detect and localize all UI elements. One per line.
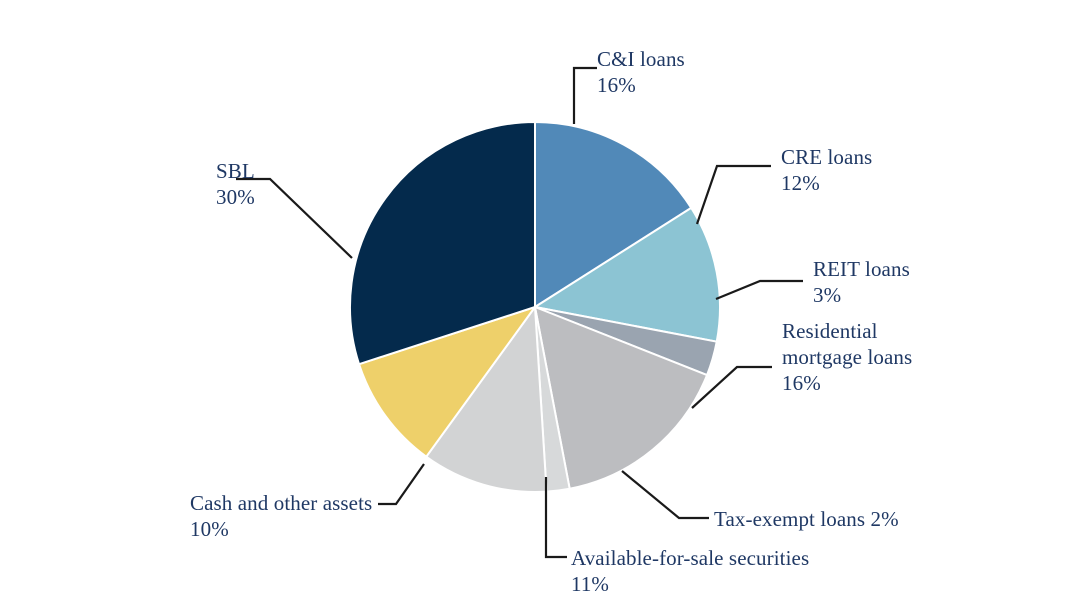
leader-line-reit-loans: [715, 279, 803, 301]
slice-label-cash-and-other-assets: Cash and other assets 10%: [190, 491, 373, 541]
leader-line-sbl: [236, 177, 353, 259]
leader-line-cash: [378, 463, 425, 506]
slice-label-cre-loans: CRE loans 12%: [781, 145, 873, 195]
pie-slice-sbl: [349, 120, 536, 366]
leader-line-residential: [691, 365, 772, 409]
leader-line-group: [236, 66, 803, 559]
slice-label-residential-mortgage-loans: Residential mortgage loans 16%: [782, 319, 913, 395]
slice-label-available-for-sale-securities: Available-for-sale securities 11%: [571, 546, 810, 596]
slice-label-reit-loans: REIT loans 3%: [813, 257, 910, 307]
pie-slice-cash-and-other-assets: [357, 305, 538, 459]
pie-slice-cre-loans: [532, 206, 721, 343]
leader-line-cre-loans: [695, 164, 771, 225]
leader-line-afs: [544, 477, 567, 559]
pie-slice-available-for-sale-securities: [424, 304, 548, 493]
pie-slice-c-i-loans: [534, 120, 693, 309]
leader-line-tax-exempt: [621, 470, 709, 520]
slice-label-sbl: SBL 30%: [216, 159, 255, 209]
slice-label-tax-exempt-loans: Tax-exempt loans 2%: [714, 507, 899, 531]
pie-slice-group: [349, 120, 721, 493]
slice-label-ci-loans: C&I loans 16%: [597, 47, 685, 97]
pie-slice-residential-mortgage-loans: [533, 305, 709, 490]
leader-line-ci-loans: [572, 66, 597, 124]
